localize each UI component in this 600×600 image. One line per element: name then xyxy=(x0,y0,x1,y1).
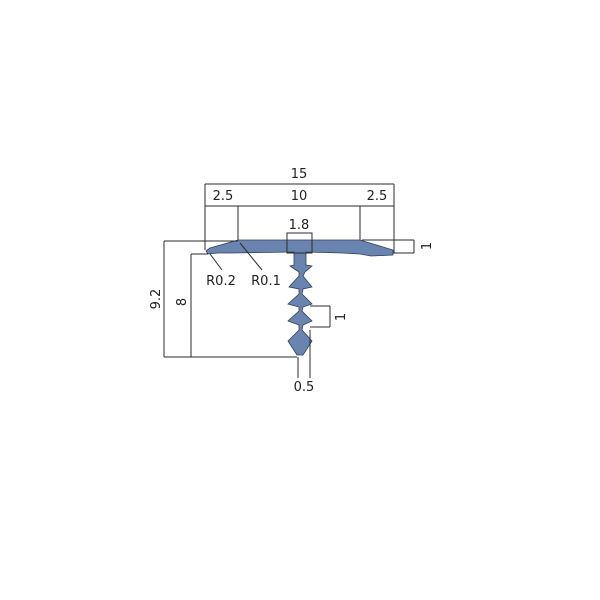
dim-left-flange: 2.5 xyxy=(213,189,234,204)
dim-stem-width: 1.8 xyxy=(289,218,310,233)
dim-radius-inner: R0.1 xyxy=(251,274,281,289)
leader-radius-outer xyxy=(209,253,223,271)
dim-overall-width: 15 xyxy=(291,167,308,182)
dim-center: 10 xyxy=(291,189,308,204)
dim-total-height: 9.2 xyxy=(149,289,164,310)
dim-tip-width: 0.5 xyxy=(294,380,315,395)
dim-fin-pitch: 1 xyxy=(334,313,349,321)
dim-stem-height: 8 xyxy=(175,298,190,306)
dim-radius-outer: R0.2 xyxy=(206,274,236,289)
t-profile-shape xyxy=(205,239,394,356)
leader-radius-inner xyxy=(239,242,263,271)
dim-box-stem-width xyxy=(286,232,313,254)
dim-right-flange: 2.5 xyxy=(367,189,388,204)
dim-top-thickness: 1 xyxy=(420,242,435,250)
